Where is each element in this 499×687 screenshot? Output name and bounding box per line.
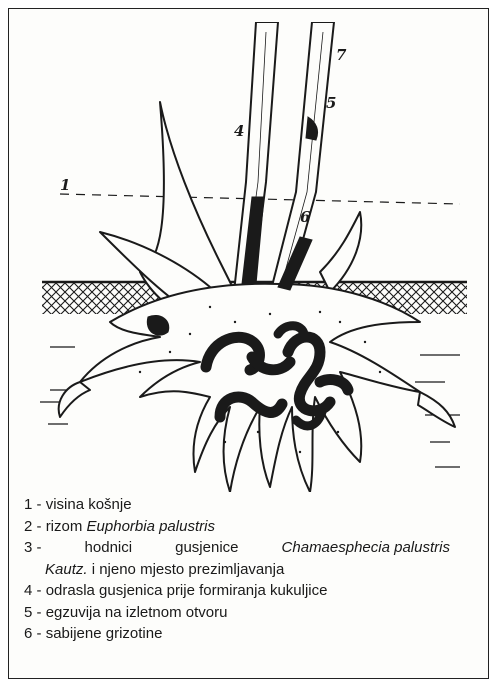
legend-item-4: 4 - odrasla gusjenica prije formiranja k… — [24, 580, 474, 602]
marker-3: 3 — [308, 363, 318, 381]
legend-item-2: 2 - rizom Euphorbia palustris — [24, 516, 474, 538]
marker-5: 5 — [326, 94, 336, 112]
legend-item-5: 5 - egzuvija na izletnom otvoru — [24, 602, 474, 624]
legend-item-3: 3 - hodnici gusjenice Chamaesphecia palu… — [24, 537, 450, 559]
marker-1: 1 — [60, 176, 70, 194]
legend-item-3-continued: Kautz. i njeno mjesto prezimljavanja — [24, 559, 474, 581]
marker-4: 4 — [234, 122, 244, 140]
root-system-illustration: 1 3 4 5 6 7 — [20, 22, 480, 492]
marker-7: 7 — [336, 46, 347, 64]
marker-6: 6 — [300, 208, 311, 226]
legend-item-1: 1 - visina košnje — [24, 494, 474, 516]
legend: 1 - visina košnje 2 - rizom Euphorbia pa… — [24, 494, 474, 645]
legend-item-6: 6 - sabijene grizotine — [24, 623, 474, 645]
